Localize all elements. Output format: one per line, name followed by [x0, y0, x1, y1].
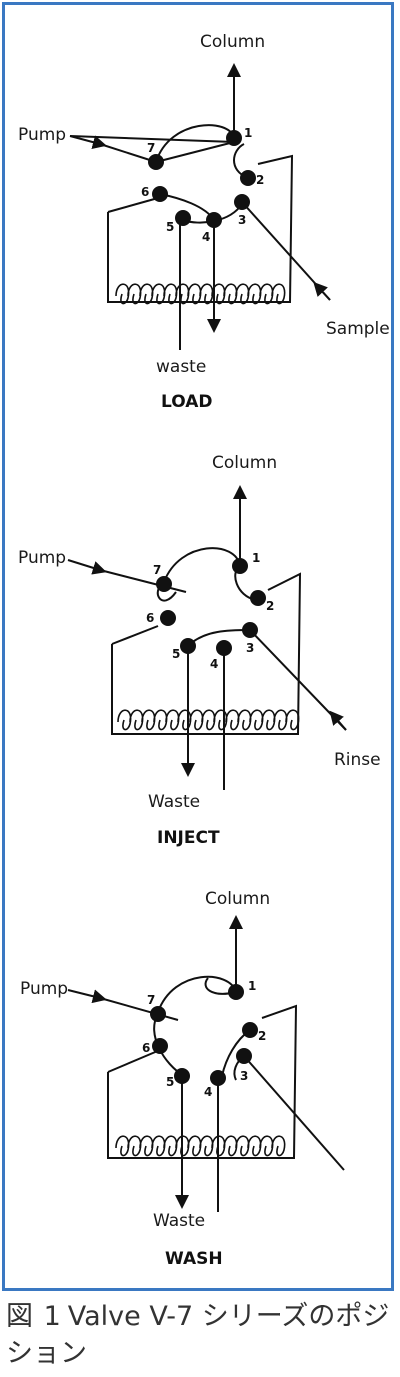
figure-label: 図 1 [6, 1301, 62, 1332]
label-column: Column [212, 453, 277, 473]
port-label-5: 5 [166, 1075, 174, 1089]
port-label-6: 6 [142, 1041, 150, 1055]
port-label-3: 3 [238, 213, 246, 227]
port-4 [210, 1070, 226, 1086]
port-2 [250, 590, 266, 606]
valve-body [107, 154, 294, 303]
label-waste: Waste [153, 1211, 205, 1231]
pump-line [67, 989, 107, 1004]
mode-title: INJECT [157, 828, 220, 848]
port-label-6: 6 [141, 185, 149, 199]
port-4 [206, 212, 222, 228]
port-label-4: 4 [204, 1085, 212, 1099]
port-7 [156, 576, 172, 592]
label-pump: Pump [18, 125, 66, 145]
label-rinse: Rinse [334, 750, 381, 770]
port-1 [226, 130, 242, 146]
port-7 [150, 1006, 166, 1022]
label-pump: Pump [18, 548, 66, 568]
label-waste: waste [156, 357, 206, 377]
port-label-7: 7 [153, 563, 161, 577]
valve-body-edge [111, 625, 159, 645]
side-line [243, 1055, 345, 1171]
port-4 [216, 640, 232, 656]
label-waste: Waste [148, 792, 200, 812]
conn-7-1 [163, 547, 241, 583]
valve-diagram: 1 2 3 4 5 6 7 Column Pump Sample waste L… [18, 32, 390, 1269]
port-1 [228, 984, 244, 1000]
caption-text: Valve V-7 シリーズのポジション [6, 1301, 390, 1369]
port-label-2: 2 [256, 173, 264, 187]
label-sample: Sample [326, 319, 390, 339]
pump-line [67, 559, 107, 575]
port-label-5: 5 [166, 220, 174, 234]
port-label-5: 5 [172, 647, 180, 661]
label-column: Column [205, 889, 270, 909]
port-2 [240, 170, 256, 186]
sample-loop-coil [117, 709, 300, 731]
port-3 [236, 1048, 252, 1064]
valve-body-edge [107, 197, 159, 213]
port-1 [232, 558, 248, 574]
label-pump: Pump [20, 979, 68, 999]
panel-load: 1 2 3 4 5 6 7 Column Pump Sample waste L… [18, 32, 390, 412]
mode-title: LOAD [161, 392, 213, 412]
port-5 [175, 210, 191, 226]
port-6 [152, 186, 168, 202]
port-3 [234, 194, 250, 210]
mode-title: WASH [165, 1249, 223, 1269]
label-column: Column [200, 32, 265, 52]
port-5 [174, 1068, 190, 1084]
valve-body [111, 572, 302, 735]
port-6 [160, 610, 176, 626]
port-5 [180, 638, 196, 654]
port-label-3: 3 [240, 1069, 248, 1083]
panel-wash: 1 2 3 4 5 6 7 Column Pump Waste WASH [20, 889, 345, 1269]
port-label-7: 7 [147, 141, 155, 155]
port-label-1: 1 [252, 551, 260, 565]
sample-loop-coil [115, 283, 286, 305]
port-label-4: 4 [202, 230, 210, 244]
port-label-1: 1 [244, 126, 252, 140]
valve-body-edge [107, 1049, 161, 1073]
port-label-2: 2 [266, 599, 274, 613]
port-label-2: 2 [258, 1029, 266, 1043]
port-label-1: 1 [248, 979, 256, 993]
port-label-3: 3 [246, 641, 254, 655]
sample-line [241, 201, 331, 301]
port-label-4: 4 [210, 657, 218, 671]
port-6 [152, 1038, 168, 1054]
figure-frame [2, 2, 394, 1291]
port-7 [148, 154, 164, 170]
port-2 [242, 1022, 258, 1038]
sample-loop-coil [115, 1135, 286, 1157]
conn-7-1 [155, 124, 235, 163]
port-3 [242, 622, 258, 638]
panel-inject: 1 2 3 4 5 6 7 Column Pump Rinse Waste IN… [18, 453, 381, 848]
port-label-6: 6 [146, 611, 154, 625]
port-label-7: 7 [147, 993, 155, 1007]
valve-body [107, 1004, 298, 1159]
